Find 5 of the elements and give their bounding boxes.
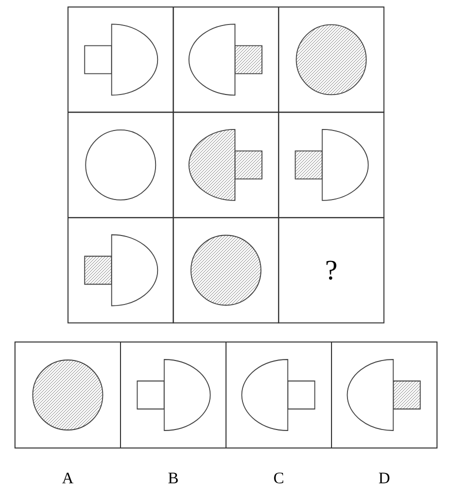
option-letter: A: [62, 472, 74, 484]
option-letter: B: [168, 472, 178, 484]
option-letter: D: [378, 472, 390, 484]
option-letter: C: [274, 472, 284, 484]
question-mark: ?: [326, 260, 336, 280]
